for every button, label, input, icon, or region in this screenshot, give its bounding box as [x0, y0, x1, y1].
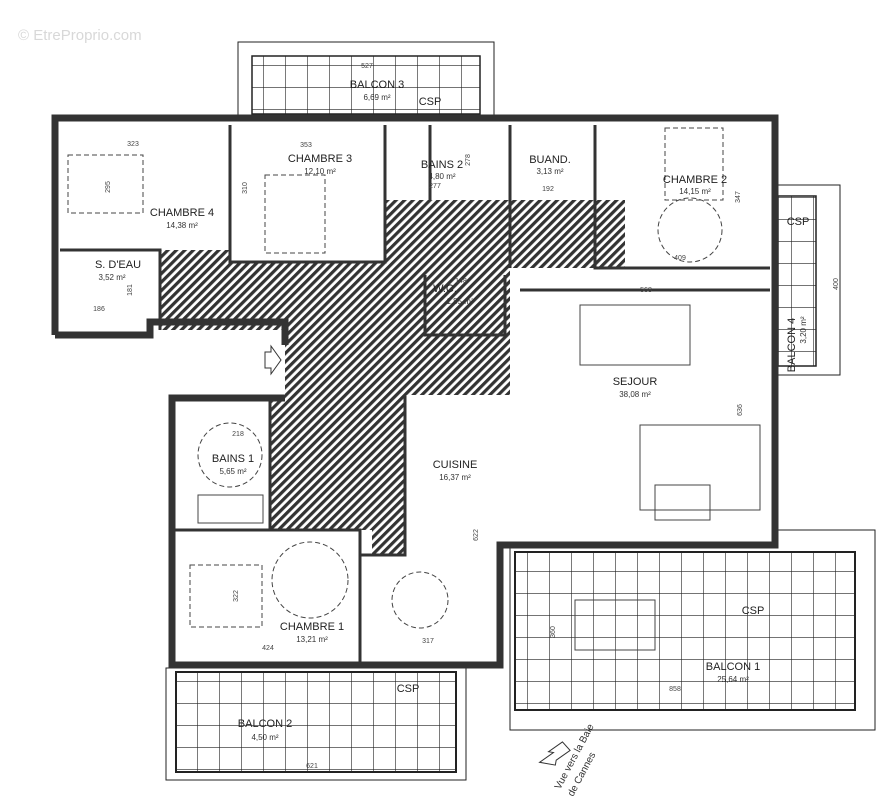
dimension: 360 [550, 626, 557, 638]
room-area: 1,85 m² [446, 297, 473, 306]
dimension: 347 [735, 191, 742, 203]
csp-label: CSP [787, 216, 810, 228]
room-name: BALCON 3 [350, 79, 404, 91]
balcon-3 [237, 41, 495, 119]
dimension: 409 [674, 255, 686, 262]
room-name: BALCON 4 [786, 318, 798, 372]
room-name: SEJOUR [613, 376, 658, 388]
view-direction-arrow-icon [538, 741, 571, 766]
dimension: 323 [127, 141, 139, 148]
room-area: 13,21 m² [296, 635, 328, 644]
dimension: 622 [473, 529, 480, 541]
dimension: 353 [300, 142, 312, 149]
dimension: 310 [242, 182, 249, 194]
dimension: 317 [422, 638, 434, 645]
csp-label: CSP [742, 605, 765, 617]
room-area: 3,52 m² [98, 273, 125, 282]
interior-walls [60, 125, 770, 665]
room-name: CHAMBRE 4 [150, 207, 214, 219]
room-name: S. D'EAU [95, 259, 141, 271]
dimension-labels: 527 323 353 295 310 278 277 192 347 409 … [93, 63, 840, 770]
room-name: CHAMBRE 2 [663, 174, 727, 186]
room-area: 16,37 m² [439, 473, 471, 482]
entrance-arrow-icon [264, 344, 282, 376]
room-area: 25,64 m² [717, 675, 749, 684]
room-area: 14,38 m² [166, 221, 198, 230]
watermark: © EtreProprio.com [18, 27, 142, 44]
room-name: BALCON 2 [238, 718, 292, 730]
room-area: 12,10 m² [304, 167, 336, 176]
room-area: 3,20 m² [799, 316, 808, 343]
room-name: BUAND. [529, 154, 571, 166]
room-labels: CHAMBRE 4 14,38 m² CHAMBRE 3 12,10 m² BA… [95, 79, 809, 742]
dimension: 192 [542, 186, 554, 193]
dimension: 278 [465, 154, 472, 166]
dimension: 858 [669, 686, 681, 693]
csp-label: CSP [397, 683, 420, 695]
dimension: 322 [233, 590, 240, 602]
room-name: W.C. [433, 283, 457, 295]
room-name: CUISINE [433, 459, 478, 471]
room-area: 6,69 m² [363, 93, 390, 102]
room-area: 38,08 m² [619, 390, 651, 399]
csp-label: CSP [419, 96, 442, 108]
room-area: 4,80 m² [428, 172, 455, 181]
room-name: CHAMBRE 1 [280, 621, 344, 633]
dimension: 400 [833, 278, 840, 290]
dimension: 181 [127, 284, 134, 296]
room-area: 3,13 m² [536, 167, 563, 176]
room-area: 5,65 m² [219, 467, 246, 476]
dimension: 186 [93, 306, 105, 313]
dimension: 621 [306, 763, 318, 770]
dimension: 277 [429, 183, 441, 190]
dimension: 568 [640, 287, 652, 294]
balcon-4 [769, 184, 841, 376]
dimension: 636 [737, 404, 744, 416]
dimension: 424 [262, 645, 274, 652]
outer-walls [51, 114, 779, 669]
room-name: BAINS 1 [212, 453, 254, 465]
room-name: BAINS 2 [421, 159, 463, 171]
room-area: 4,50 m² [251, 733, 278, 742]
room-area: 14,15 m² [679, 187, 711, 196]
dimension: 527 [361, 63, 373, 70]
balcon-1 [509, 529, 876, 731]
room-name: BALCON 1 [706, 661, 760, 673]
dimension: 295 [105, 181, 112, 193]
dimension: 218 [232, 431, 244, 438]
room-name: CHAMBRE 3 [288, 153, 352, 165]
furniture [67, 127, 761, 651]
dimension: 148 [455, 278, 467, 285]
